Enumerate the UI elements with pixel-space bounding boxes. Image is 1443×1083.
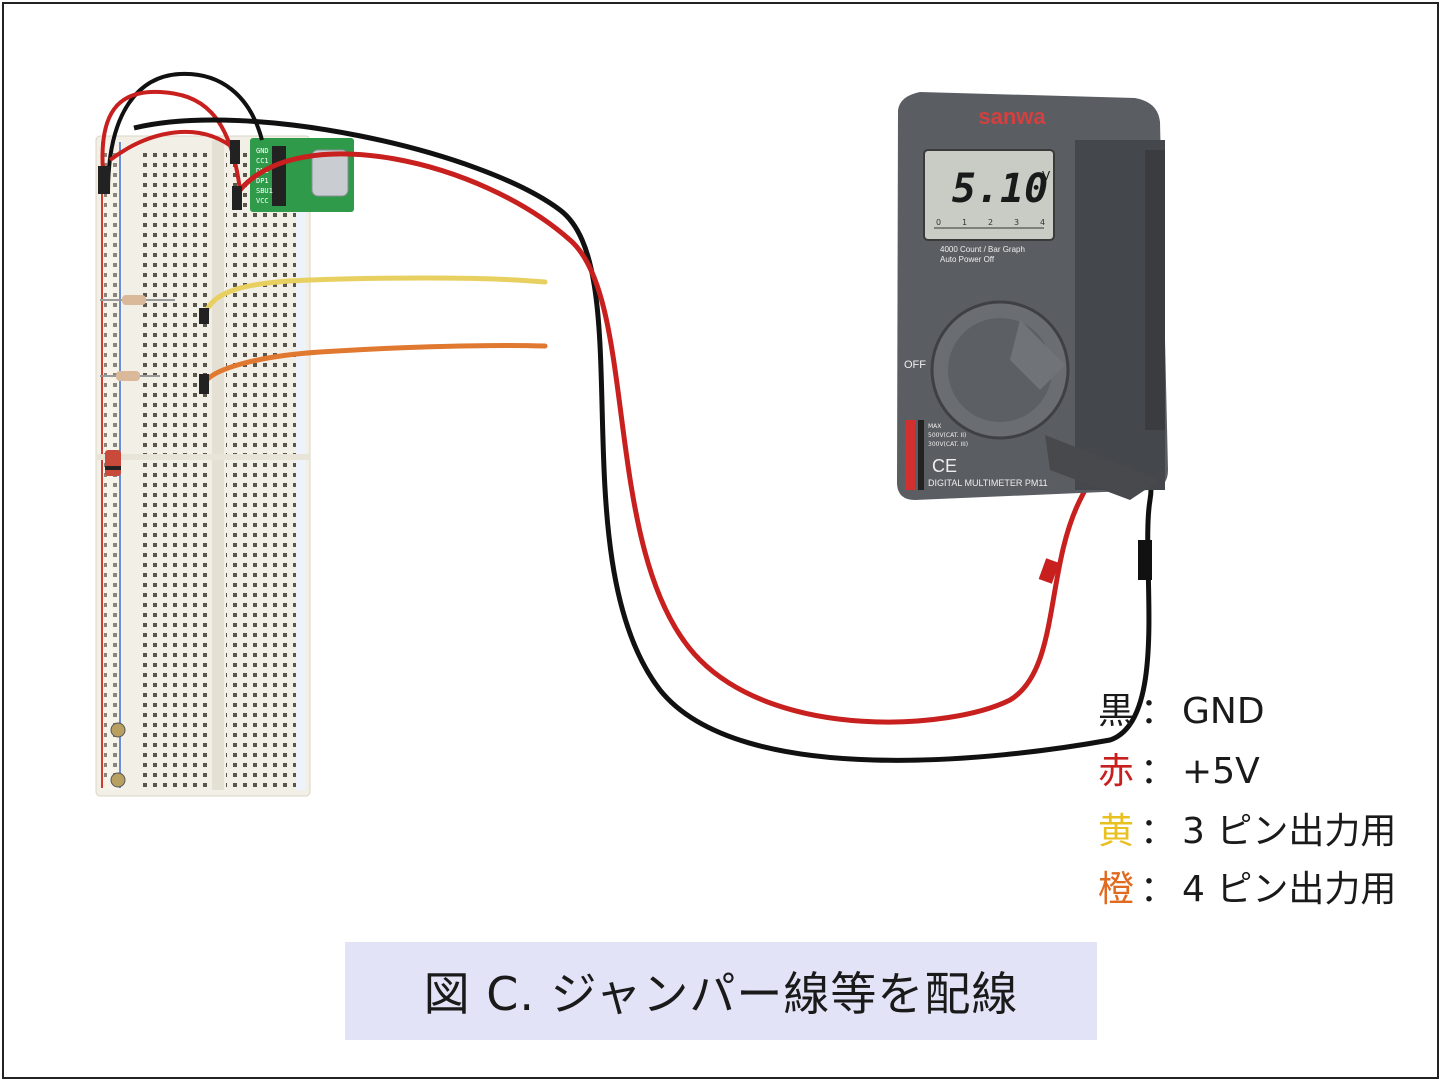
meter-unit: V xyxy=(1042,169,1051,183)
legend-separator: ： xyxy=(1140,751,1177,792)
wire-red-top-loop xyxy=(100,89,242,191)
meter-max-label: MAX xyxy=(928,423,941,430)
svg-text:3: 3 xyxy=(1014,218,1019,227)
pcb-pin-label: DP1 xyxy=(256,177,269,185)
meter-rating-1: 500V(CAT. II) xyxy=(928,432,966,439)
jumper-end-left xyxy=(232,186,242,210)
pcb-pin-label: CC1 xyxy=(256,157,269,165)
wire-red-long xyxy=(238,151,1107,725)
wire-yellow xyxy=(202,275,548,319)
diode xyxy=(105,450,121,476)
meter-count-label: 4000 Count / Bar Graph xyxy=(940,245,1025,254)
red-probe-sleeve xyxy=(1038,558,1060,584)
legend-item-red: 赤：+5V xyxy=(1098,752,1260,792)
meter-ce-mark: CE xyxy=(932,456,957,476)
legend-separator: ： xyxy=(1140,869,1177,910)
meter-model-label: DIGITAL MULTIMETER PM11 xyxy=(928,478,1048,488)
meter-scale: 0 1 2 3 4 xyxy=(934,218,1045,229)
meter-off-label: OFF xyxy=(904,359,926,371)
legend-text: GND xyxy=(1182,691,1265,732)
meter-rating-2: 300V(CAT. III) xyxy=(928,441,968,448)
figure-caption: 図 C. ジャンパー線等を配線 xyxy=(423,967,1019,1021)
legend-text: 3 ピン出力用 xyxy=(1182,811,1397,852)
pcb-pin-label: SBU1 xyxy=(256,187,273,195)
screw-terminal-1 xyxy=(110,722,126,738)
legend-item-orange: 橙：4 ピン出力用 xyxy=(1098,870,1396,910)
wire-orange xyxy=(202,342,548,385)
legend-separator: ： xyxy=(1140,691,1177,732)
legend-key: 赤 xyxy=(1098,751,1135,792)
breadboard xyxy=(95,135,311,797)
jumper-end-orange xyxy=(199,374,209,394)
resistor-upper xyxy=(100,295,175,305)
pcb-pin-label: VCC xyxy=(256,197,269,205)
jumper-end-red xyxy=(98,166,110,194)
black-probe-sleeve xyxy=(1138,540,1152,580)
legend-text: 4 ピン出力用 xyxy=(1182,869,1397,910)
jumper-end-black xyxy=(230,140,240,164)
legend-item-yellow: 黄：3 ピン出力用 xyxy=(1098,812,1396,852)
wire-red-short xyxy=(108,129,238,162)
meter-auto-off-label: Auto Power Off xyxy=(940,255,995,264)
svg-text:1: 1 xyxy=(962,218,967,227)
caption-box: 図 C. ジャンパー線等を配線 xyxy=(345,942,1097,1040)
wire-black-top-loop xyxy=(106,71,264,193)
legend-separator: ： xyxy=(1140,811,1177,852)
svg-text:4: 4 xyxy=(1040,218,1045,227)
pcb-pin-label: GND xyxy=(256,147,269,155)
screw-terminal-2 xyxy=(110,772,126,788)
meter-reading: 5.10 xyxy=(952,166,1048,212)
svg-text:0: 0 xyxy=(936,218,941,227)
jumper-end-yellow xyxy=(199,308,209,324)
legend-key: 黄 xyxy=(1098,811,1135,852)
wire-black-long xyxy=(133,117,1154,763)
legend-item-black: 黒：GND xyxy=(1098,692,1265,732)
meter-brand: sanwa xyxy=(978,104,1046,129)
multimeter xyxy=(897,92,1168,500)
legend-text: +5V xyxy=(1182,751,1260,792)
resistor-lower xyxy=(100,371,160,381)
svg-text:2: 2 xyxy=(988,218,993,227)
legend-key: 橙 xyxy=(1098,869,1135,910)
legend-key: 黒 xyxy=(1098,691,1135,732)
